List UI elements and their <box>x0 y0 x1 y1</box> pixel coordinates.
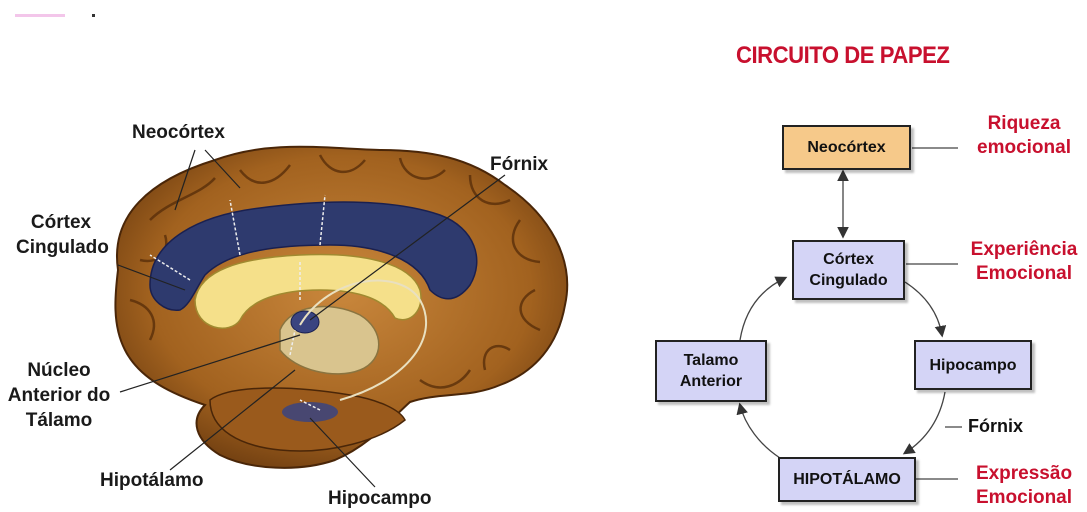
box-talamo-anterior: Talamo Anterior <box>655 340 767 402</box>
annotation-experiencia-line2: Emocional <box>962 262 1086 286</box>
annotation-riqueza-line1: Riqueza <box>962 112 1086 136</box>
box-neocortex: Neocórtex <box>782 125 911 170</box>
annotation-expressao-line1: Expressão <box>962 462 1086 486</box>
arrow-cingulado-hipocampo <box>905 282 942 335</box>
annotation-experiencia-line1: Experiência <box>962 238 1086 262</box>
box-talamo-line1: Talamo <box>684 350 739 371</box>
annotation-expressao-line2: Emocional <box>962 486 1086 510</box>
annotation-riqueza-line2: emocional <box>962 136 1086 160</box>
box-hipocampo-label: Hipocampo <box>929 355 1016 376</box>
arrow-talamo-cingulado <box>740 278 785 340</box>
annotation-expressao: Expressão Emocional <box>962 462 1086 510</box>
box-cortex-cingulado-line1: Córtex <box>823 249 874 270</box>
arrow-hipocampo-hipotalamo <box>905 392 945 453</box>
annotation-experiencia: Experiência Emocional <box>962 238 1086 286</box>
box-hipocampo: Hipocampo <box>914 340 1032 390</box>
box-talamo-line2: Anterior <box>680 371 742 392</box>
box-cortex-cingulado: Córtex Cingulado <box>792 240 905 300</box>
annotation-riqueza: Riqueza emocional <box>962 112 1086 160</box>
box-hipotalamo: HIPOTÁLAMO <box>778 457 916 502</box>
arrow-hipotalamo-talamo <box>740 405 780 458</box>
box-cortex-cingulado-line2: Cingulado <box>809 270 887 291</box>
box-neocortex-label: Neocórtex <box>807 137 885 158</box>
box-hipotalamo-label: HIPOTÁLAMO <box>793 469 901 490</box>
circuit-fornix-label: Fórnix <box>968 416 1023 437</box>
